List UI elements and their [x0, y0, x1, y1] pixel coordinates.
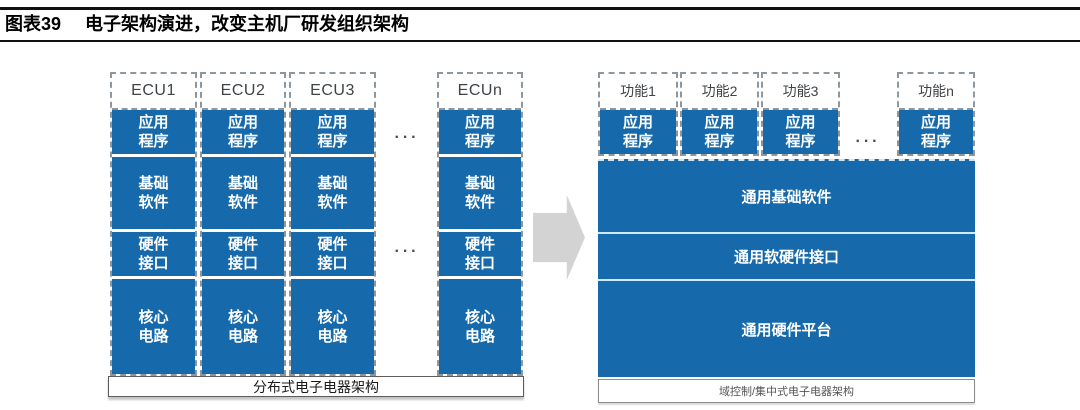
app-block: 应用 程序	[763, 110, 838, 154]
function-column-3: 功能3 应用 程序	[761, 72, 840, 156]
function-column-header: 功能1	[600, 74, 676, 110]
app-block: 应用 程序	[600, 110, 676, 154]
hw-interface-block: 硬件 接口	[112, 232, 195, 276]
core-circuit-block: 核心 电路	[439, 279, 521, 374]
function-column-header: 功能3	[763, 74, 838, 110]
right-arrow-icon	[533, 195, 585, 280]
base-software-block: 基础 软件	[202, 157, 284, 229]
ecu-column-header: ECUn	[439, 74, 521, 110]
figure-title: 图表39 电子架构演进，改变主机厂研发组织架构	[5, 13, 409, 35]
app-block: 应用 程序	[682, 110, 757, 154]
ellipsis: ···	[394, 129, 420, 146]
core-circuit-block: 核心 电路	[291, 279, 374, 374]
hw-interface-block: 硬件 接口	[202, 232, 284, 276]
base-software-block: 基础 软件	[291, 157, 374, 229]
ecu-column-2: ECU2 应用 程序 基础 软件 硬件 接口 核心 电路	[200, 72, 286, 376]
function-column-1: 功能1 应用 程序	[598, 72, 678, 156]
hw-interface-block: 硬件 接口	[439, 232, 521, 276]
ellipsis: ···	[855, 133, 881, 150]
app-block: 应用 程序	[439, 110, 521, 154]
function-column-n: 功能n 应用 程序	[897, 72, 975, 156]
base-software-block: 基础 软件	[112, 157, 195, 229]
app-block: 应用 程序	[202, 110, 284, 154]
common-hardware-platform-layer: 通用硬件平台	[598, 281, 975, 377]
ecu-column-header: ECU3	[291, 74, 374, 110]
common-sw-hw-interface-layer: 通用软硬件接口	[598, 234, 975, 279]
layer-separator	[598, 279, 975, 281]
ecu-column-n: ECUn 应用 程序 基础 软件 硬件 接口 核心 电路	[437, 72, 523, 376]
core-circuit-block: 核心 电路	[112, 279, 195, 374]
app-block: 应用 程序	[291, 110, 374, 154]
app-block: 应用 程序	[899, 110, 973, 154]
ecu-column-header: ECU1	[112, 74, 195, 110]
core-circuit-block: 核心 电路	[202, 279, 284, 374]
ecu-column-header: ECU2	[202, 74, 284, 110]
function-column-header: 功能2	[682, 74, 757, 110]
figure-title-text: 电子架构演进，改变主机厂研发组织架构	[85, 14, 410, 34]
base-software-block: 基础 软件	[439, 157, 521, 229]
figure-number: 图表39	[5, 14, 62, 34]
app-block: 应用 程序	[112, 110, 195, 154]
layer-separator	[598, 232, 975, 234]
title-bottom-rule	[0, 40, 1080, 42]
function-column-2: 功能2 应用 程序	[680, 72, 759, 156]
ellipsis: ···	[394, 243, 420, 260]
function-column-header: 功能n	[899, 74, 973, 110]
ecu-column-1: ECU1 应用 程序 基础 软件 硬件 接口 核心 电路	[110, 72, 197, 376]
left-diagram-caption: 分布式电子电器架构	[108, 376, 524, 397]
ecu-column-3: ECU3 应用 程序 基础 软件 硬件 接口 核心 电路	[289, 72, 376, 376]
title-top-rule	[0, 7, 1080, 10]
right-diagram-caption: 域控制/集中式电子电器架构	[598, 379, 975, 403]
common-base-software-layer: 通用基础软件	[598, 159, 975, 232]
shared-layer-stack: 通用基础软件 通用软硬件接口 通用硬件平台	[598, 159, 975, 377]
hw-interface-block: 硬件 接口	[291, 232, 374, 276]
